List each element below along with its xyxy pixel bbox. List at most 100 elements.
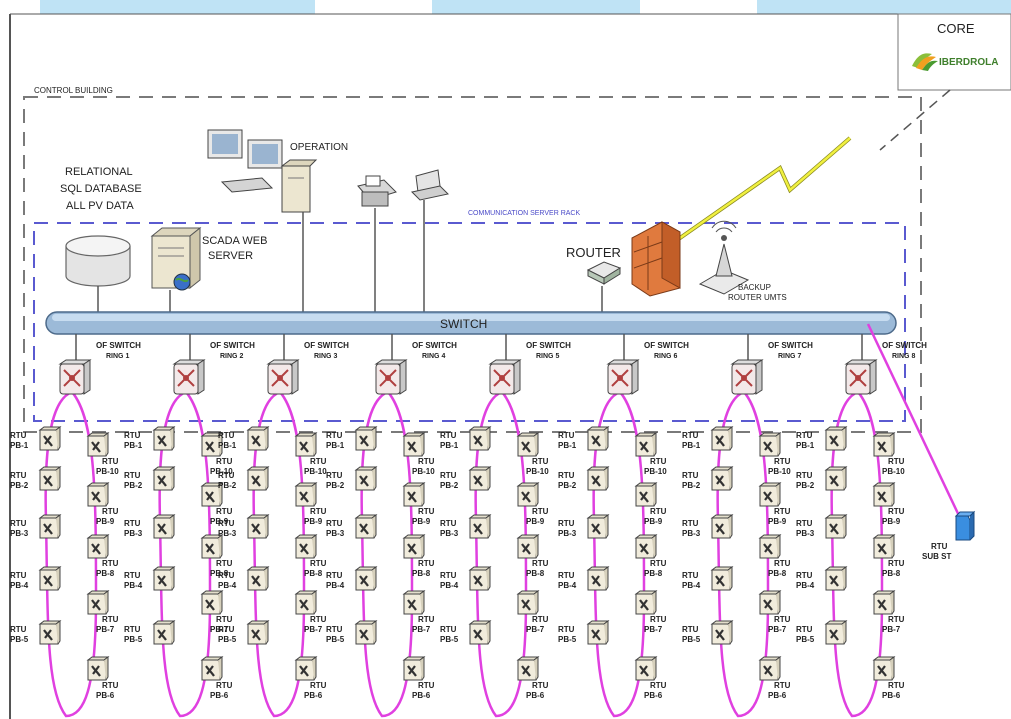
rtu-icon — [200, 655, 224, 682]
rtu-name-label: RTU — [888, 615, 905, 624]
rtu-icon — [200, 589, 224, 616]
rtu-pb-label: PB-9 — [210, 517, 229, 526]
rtu-pb-label: PB-7 — [644, 625, 663, 634]
ring-switch-label: OF SWITCH — [882, 341, 927, 350]
rtu-icon — [872, 589, 896, 616]
core-title: CORE — [937, 21, 975, 36]
ring-number-label: RING 4 — [422, 353, 445, 360]
rtu-pb-label: PB-3 — [796, 529, 815, 538]
rtu-name-label: RTU — [124, 519, 141, 528]
rtu-name-label: RTU — [326, 571, 343, 580]
rtu-icon — [38, 513, 62, 540]
rtu-pb-label: PB-4 — [10, 581, 29, 590]
wireless-link-bolt — [659, 137, 851, 254]
rtu-pb-label: PB-9 — [882, 517, 901, 526]
rtu-pb-label: PB-8 — [644, 569, 663, 578]
rtu-name-label: RTU — [774, 615, 791, 624]
substation-label-line2: SUB ST — [922, 552, 951, 561]
rtu-pb-label: PB-1 — [124, 441, 143, 450]
rtu-pb-label: PB-10 — [210, 467, 233, 476]
rtu-icon — [86, 533, 110, 560]
rtu-icon — [294, 589, 318, 616]
rtu-pb-label: PB-8 — [412, 569, 431, 578]
rtu-pb-label: PB-7 — [768, 625, 787, 634]
rtu-icon — [516, 533, 540, 560]
rtu-name-label: RTU — [532, 457, 549, 466]
rtu-icon — [200, 533, 224, 560]
rtu-pb-label: PB-1 — [440, 441, 459, 450]
rtu-pb-label: PB-7 — [304, 625, 323, 634]
rtu-name-label: RTU — [888, 507, 905, 516]
rtu-name-label: RTU — [218, 625, 235, 634]
switch-label: SWITCH — [440, 317, 487, 331]
rtu-pb-label: PB-3 — [218, 529, 237, 538]
rtu-name-label: RTU — [418, 681, 435, 690]
rtu-pb-label: PB-10 — [882, 467, 905, 476]
rtu-pb-label: PB-4 — [440, 581, 459, 590]
iberdrola-logo: IBERDROLA — [912, 53, 998, 71]
rtu-icon — [758, 589, 782, 616]
rtu-pb-label: PB-5 — [124, 635, 143, 644]
backup-label-line2: ROUTER UMTS — [728, 293, 787, 302]
rtu-pb-label: PB-8 — [882, 569, 901, 578]
rtu-name-label: RTU — [532, 507, 549, 516]
rtu-icon — [758, 655, 782, 682]
rtu-name-label: RTU — [682, 519, 699, 528]
rtu-icon — [246, 565, 270, 592]
database-label-line2: SQL DATABASE — [60, 183, 142, 195]
rtu-icon — [354, 619, 378, 646]
rtu-name-label: RTU — [440, 571, 457, 580]
rtu-icon — [402, 533, 426, 560]
rtu-pb-label: PB-6 — [304, 691, 323, 700]
svg-text:IBERDROLA: IBERDROLA — [939, 57, 998, 68]
rtu-name-label: RTU — [682, 471, 699, 480]
ring-number-label: RING 6 — [654, 353, 677, 360]
rtu-icon — [586, 565, 610, 592]
control-building-label: CONTROL BUILDING — [34, 86, 113, 95]
rtu-icon — [86, 481, 110, 508]
rtu-name-label: RTU — [102, 507, 119, 516]
rtu-pb-label: PB-6 — [412, 691, 431, 700]
rtu-icon — [354, 565, 378, 592]
rtu-name-label: RTU — [888, 559, 905, 568]
rtu-pb-label: PB-6 — [882, 691, 901, 700]
rtu-icon — [586, 465, 610, 492]
rtu-icon — [758, 481, 782, 508]
rtu-pb-label: PB-3 — [440, 529, 459, 538]
rtu-icon — [246, 465, 270, 492]
database-icon — [65, 235, 131, 287]
ring-switch-label: OF SWITCH — [304, 341, 349, 350]
rtu-icon — [824, 513, 848, 540]
rtu-name-label: RTU — [440, 431, 457, 440]
rtu-icon — [872, 655, 896, 682]
server-rack-label: COMMUNICATION SERVER RACK — [468, 210, 580, 217]
rtu-icon — [402, 481, 426, 508]
ring-number-label: RING 8 — [892, 353, 915, 360]
rtu-name-label: RTU — [10, 471, 27, 480]
rtu-icon — [634, 589, 658, 616]
rtu-icon — [516, 431, 540, 458]
rtu-name-label: RTU — [558, 519, 575, 528]
rtu-icon — [516, 655, 540, 682]
rtu-pb-label: PB-8 — [210, 569, 229, 578]
rtu-name-label: RTU — [216, 507, 233, 516]
rtu-name-label: RTU — [682, 431, 699, 440]
switch-bar: SWITCH — [45, 311, 897, 335]
ring-number-label: RING 1 — [106, 353, 129, 360]
rtu-icon — [86, 589, 110, 616]
rtu-name-label: RTU — [10, 571, 27, 580]
rtu-icon — [586, 513, 610, 540]
rtu-name-label: RTU — [218, 571, 235, 580]
rtu-pb-label: PB-4 — [124, 581, 143, 590]
rtu-icon — [294, 533, 318, 560]
rtu-name-label: RTU — [418, 615, 435, 624]
rtu-name-label: RTU — [216, 681, 233, 690]
rtu-icon — [38, 619, 62, 646]
rtu-name-label: RTU — [10, 519, 27, 528]
rtu-pb-label: PB-4 — [326, 581, 345, 590]
rtu-name-label: RTU — [796, 471, 813, 480]
rtu-icon — [758, 431, 782, 458]
rtu-pb-label: PB-8 — [96, 569, 115, 578]
